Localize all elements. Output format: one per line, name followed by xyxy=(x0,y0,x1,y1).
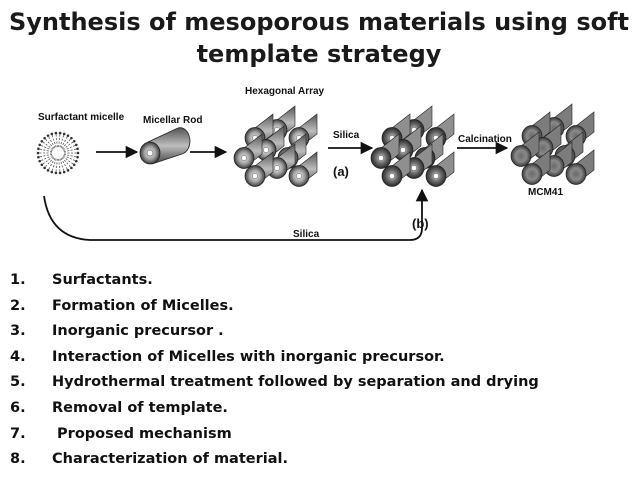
label-mcm41: MCM41 xyxy=(528,187,563,198)
step-number: 2. xyxy=(10,297,26,314)
step-number: 1. xyxy=(10,272,26,288)
step-number: 5. xyxy=(10,374,26,391)
step-number: 8. xyxy=(10,451,26,468)
step-item: 5. Hydrothermal treatment followed by sep… xyxy=(10,370,539,396)
steps-list: 1. Surfactants. 2. Formation of Micelles. 3.… xyxy=(10,268,539,473)
step-text: Removal of template. xyxy=(52,399,228,416)
step-number: 3. xyxy=(10,323,26,340)
arrow-path-b xyxy=(43,188,429,241)
step-text: Interaction of Micelles with inorganic p… xyxy=(52,348,445,365)
synthesis-diagram: Surfactant micelle Micellar Rod Hexagona… xyxy=(36,86,595,241)
step-item: 1. Surfactants. xyxy=(10,268,539,294)
label-hexagonal-array: Hexagonal Array xyxy=(245,86,325,97)
label-path-a: (a) xyxy=(333,164,349,179)
step-item: 6. Removal of template. xyxy=(10,396,539,422)
label-calcination: Calcination xyxy=(458,134,512,145)
step-text: Formation of Micelles. xyxy=(52,297,234,314)
step-item: 4. Interaction of Micelles with inorganic… xyxy=(10,345,539,371)
label-micellar-rod: Micellar Rod xyxy=(143,115,202,126)
step-text: Hydrothermal treatment followed by separ… xyxy=(52,374,539,391)
step-text: Inorganic precursor . xyxy=(52,323,224,340)
micellar-rod-icon xyxy=(139,127,191,165)
label-silica-bottom: Silica xyxy=(293,229,320,240)
mcm41-structure-icon xyxy=(510,103,595,185)
step-item: 7. Proposed mechanism xyxy=(10,422,539,448)
step-item: 2. Formation of Micelles. xyxy=(10,294,539,320)
step-item: 8. Characterization of material. xyxy=(10,447,539,473)
label-surfactant-micelle: Surfactant micelle xyxy=(38,112,125,123)
step-text: Characterization of material. xyxy=(52,451,288,468)
label-silica-top: Silica xyxy=(333,130,360,141)
title-line-2: template strategy xyxy=(196,40,442,68)
title-line-1: Synthesis of mesoporous materials using … xyxy=(8,8,630,36)
silica-coated-array-icon xyxy=(370,105,455,187)
hexagonal-array-icon xyxy=(233,105,318,187)
step-text: Surfactants. xyxy=(52,272,153,288)
page-title: Synthesis of mesoporous materials using … xyxy=(0,6,638,70)
step-text: Proposed mechanism xyxy=(52,425,232,442)
step-number: 7. xyxy=(10,425,26,442)
step-number: 6. xyxy=(10,399,26,416)
surfactant-micelle-icon xyxy=(36,131,80,175)
step-number: 4. xyxy=(10,348,26,365)
step-item: 3. Inorganic precursor . xyxy=(10,319,539,345)
label-path-b: (b) xyxy=(412,216,429,231)
